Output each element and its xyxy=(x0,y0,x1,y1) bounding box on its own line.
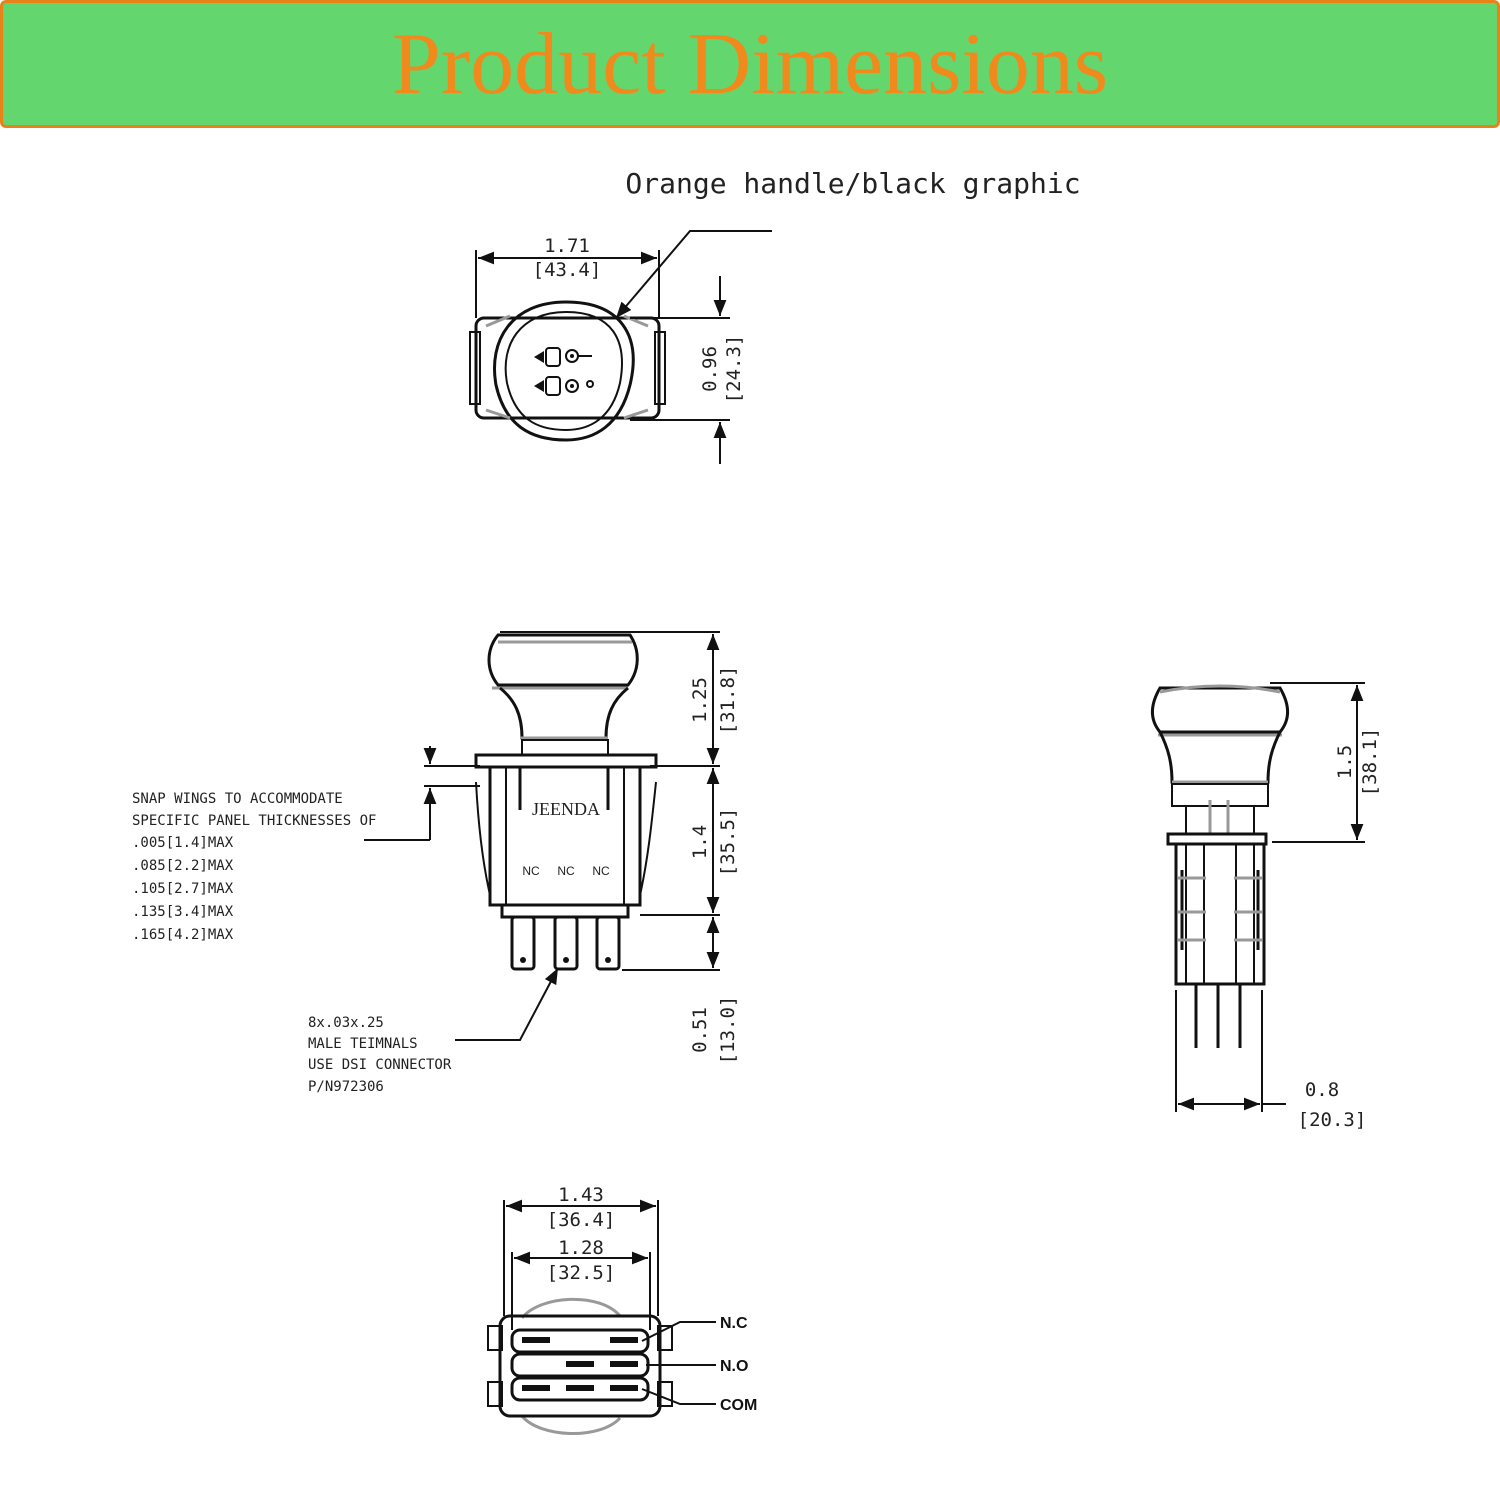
side-width-label: 0.8 xyxy=(1305,1079,1339,1101)
bottom-view: 1.43 [36.4] 1.28 [32.5] N.C N.O COM xyxy=(487,1184,757,1435)
terminal-height-mm-label: [13.0] xyxy=(717,996,739,1065)
top-view-handle-inner xyxy=(504,310,623,432)
terminal-note: 8x.03x.25 MALE TEIMNALS USE DSI CONNECTO… xyxy=(308,1015,452,1095)
front-flange xyxy=(474,753,658,769)
top-view-gray-edges xyxy=(485,314,649,420)
snap-wings xyxy=(475,781,657,896)
caption-leader xyxy=(615,230,772,319)
pin-label-com: COM xyxy=(720,1397,757,1414)
terminal-note-line-2: MALE TEIMNALS xyxy=(308,1036,418,1052)
top-view-left-tab xyxy=(469,331,481,405)
handle-height-label: 1.25 xyxy=(689,677,711,723)
top-height-label: 0.96 xyxy=(699,346,721,392)
terminal-note-line-3: USE DSI CONNECTOR xyxy=(308,1057,452,1073)
snap-note-line-7: .165[4.2]MAX xyxy=(132,927,234,943)
inner-width-mm-label: [32.5] xyxy=(547,1262,616,1284)
snap-note-line-3: .005[1.4]MAX xyxy=(132,835,234,851)
outer-width-label: 1.43 xyxy=(558,1184,604,1206)
front-handle-neck xyxy=(499,686,629,740)
pin-label-nc: N.C xyxy=(720,1315,748,1332)
terminal-label-2: NC xyxy=(557,864,575,878)
terminal-note-line-4: P/N972306 xyxy=(308,1079,384,1095)
front-terminals xyxy=(510,915,621,971)
top-height-mm-label: [24.3] xyxy=(723,335,745,404)
side-handle-cap xyxy=(1151,686,1289,734)
snap-note-line-1: SNAP WINGS TO ACCOMMODATE xyxy=(132,791,343,807)
caption: Orange handle/black graphic xyxy=(625,167,1080,200)
snap-note-line-4: .085[2.2]MAX xyxy=(132,858,234,874)
top-view-handle xyxy=(493,300,635,442)
pin-label-no: N.O xyxy=(720,1358,748,1375)
bottom-slot-nc xyxy=(510,1328,650,1354)
terminal-note-line-1: 8x.03x.25 xyxy=(308,1015,384,1031)
snap-note-line-6: .135[3.4]MAX xyxy=(132,904,234,920)
title-banner xyxy=(0,0,1500,128)
top-view-body xyxy=(474,316,661,420)
top-view: 1.71 [43.4] 0.96 [24.3] xyxy=(469,230,772,464)
front-body xyxy=(488,767,642,907)
top-view-right-tab xyxy=(654,331,666,405)
side-width-mm-label: [20.3] xyxy=(1298,1109,1367,1131)
graphic-icon xyxy=(534,347,594,396)
top-width-mm-label: [43.4] xyxy=(533,259,602,281)
front-handle-cap xyxy=(487,633,639,687)
body-height-label: 1.4 xyxy=(689,825,711,859)
terminal-height-label: 0.51 xyxy=(689,1007,711,1053)
outer-width-mm-label: [36.4] xyxy=(547,1209,616,1231)
page-title: Product Dimensions xyxy=(391,16,1109,113)
side-pins xyxy=(1194,984,1242,1048)
side-height-mm-label: [38.1] xyxy=(1359,728,1381,797)
side-view: 1.5 [38.1] 0.8 [20.3] xyxy=(1151,682,1381,1131)
brand-label: JEENDA xyxy=(532,799,600,819)
snap-note-line-2: SPECIFIC PANEL THICKNESSES OF xyxy=(132,813,376,829)
snap-wing-note: SNAP WINGS TO ACCOMMODATE SPECIFIC PANEL… xyxy=(132,791,376,943)
front-view: JEENDA NC NC NC 1.25 [31.8] 1.4 [35.5] 0… xyxy=(364,631,739,1065)
handle-height-mm-label: [31.8] xyxy=(717,666,739,735)
inner-width-label: 1.28 xyxy=(558,1237,604,1259)
bottom-slot-com xyxy=(510,1376,650,1402)
body-height-mm-label: [35.5] xyxy=(717,808,739,877)
terminal-leader xyxy=(455,967,559,1041)
side-body xyxy=(1174,842,1266,986)
terminal-label-1: NC xyxy=(522,864,540,878)
snap-note-line-5: .105[2.7]MAX xyxy=(132,881,234,897)
top-width-label: 1.71 xyxy=(544,235,590,257)
terminal-label-3: NC xyxy=(592,864,610,878)
side-height-label: 1.5 xyxy=(1334,745,1356,779)
